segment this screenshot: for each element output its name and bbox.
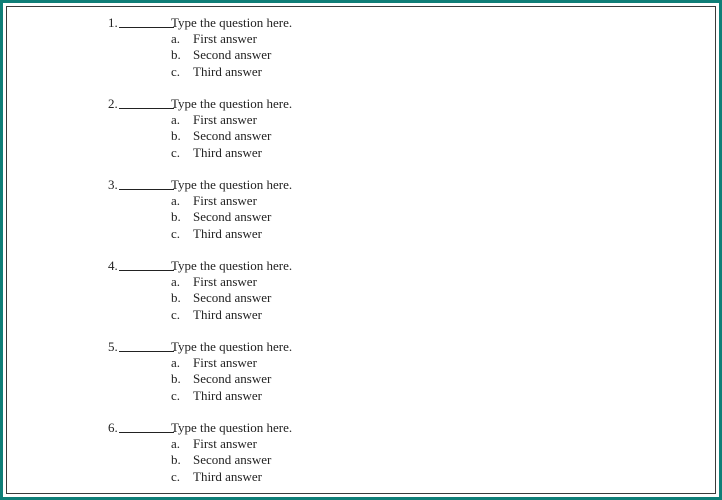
answer-letter: c. [171, 225, 181, 241]
answer-option: c. Third answer [108, 226, 508, 242]
question-text: Type the question here. [171, 339, 293, 354]
answer-option: b. Second answer [108, 371, 508, 387]
answer-blank[interactable] [119, 270, 174, 271]
answer-blank[interactable] [119, 432, 174, 433]
answer-letter: b. [171, 290, 181, 306]
question-3: 3. Type the question here. a. First answer… [108, 177, 508, 242]
answer-letter: c. [171, 144, 181, 160]
answer-letter: a. [171, 274, 181, 289]
answer-text: First answer [193, 436, 257, 451]
answer-text: Second answer [193, 371, 272, 387]
answer-text: Second answer [193, 47, 272, 63]
answer-option: b. Second answer [108, 290, 508, 306]
question-1: 1. Type the question here. a. First answer… [108, 15, 508, 80]
answer-text: Second answer [193, 128, 272, 144]
answer-blank[interactable] [119, 108, 174, 109]
answer-text: First answer [193, 112, 257, 127]
answer-text: Third answer [193, 144, 262, 160]
question-text: Type the question here. [171, 258, 293, 273]
question-number: 3. [108, 177, 118, 192]
answer-letter: b. [171, 47, 181, 63]
answer-text: Second answer [193, 209, 272, 225]
answer-option: a. First answer [108, 193, 508, 209]
answer-option: b. Second answer [108, 47, 508, 63]
answer-letter: b. [171, 128, 181, 144]
answer-blank[interactable] [119, 27, 174, 28]
answer-option: c. Third answer [108, 469, 508, 485]
answer-letter: b. [171, 371, 181, 387]
answer-text: Second answer [193, 452, 272, 468]
question-4: 4. Type the question here. a. First answer… [108, 258, 508, 323]
question-number: 1. [108, 15, 118, 30]
answer-letter: a. [171, 31, 181, 46]
question-number: 6. [108, 420, 118, 435]
answer-text: Third answer [193, 468, 262, 484]
question-text: Type the question here. [171, 420, 293, 435]
answer-option: a. First answer [108, 274, 508, 290]
answer-letter: c. [171, 468, 181, 484]
answer-text: First answer [193, 355, 257, 370]
answer-letter: b. [171, 209, 181, 225]
answer-text: First answer [193, 274, 257, 289]
question-6: 6. Type the question here. a. First answer… [108, 420, 508, 485]
answer-blank[interactable] [119, 351, 174, 352]
question-number: 2. [108, 96, 118, 111]
answer-text: Third answer [193, 225, 262, 241]
answer-option: a. First answer [108, 112, 508, 128]
answer-letter: b. [171, 452, 181, 468]
answer-letter: a. [171, 112, 181, 127]
answer-text: Third answer [193, 387, 262, 403]
question-number: 5. [108, 339, 118, 354]
question-text: Type the question here. [171, 15, 293, 30]
answer-option: c. Third answer [108, 307, 508, 323]
answer-letter: a. [171, 436, 181, 451]
answer-letter: c. [171, 63, 181, 79]
answer-option: b. Second answer [108, 209, 508, 225]
answer-option: a. First answer [108, 31, 508, 47]
answer-blank[interactable] [119, 189, 174, 190]
answer-option: a. First answer [108, 436, 508, 452]
question-text: Type the question here. [171, 96, 293, 111]
answer-option: c. Third answer [108, 388, 508, 404]
question-2: 2. Type the question here. a. First answer… [108, 96, 508, 161]
answer-text: First answer [193, 193, 257, 208]
question-5: 5. Type the question here. a. First answer… [108, 339, 508, 404]
answer-letter: a. [171, 193, 181, 208]
answer-letter: c. [171, 306, 181, 322]
frame-inner-border [6, 6, 716, 494]
answer-text: Third answer [193, 63, 262, 79]
answer-text: Second answer [193, 290, 272, 306]
answer-option: b. Second answer [108, 452, 508, 468]
answer-option: c. Third answer [108, 64, 508, 80]
question-text: Type the question here. [171, 177, 293, 192]
answer-option: b. Second answer [108, 128, 508, 144]
answer-letter: c. [171, 387, 181, 403]
answer-text: First answer [193, 31, 257, 46]
answer-option: c. Third answer [108, 145, 508, 161]
question-number: 4. [108, 258, 118, 273]
answer-option: a. First answer [108, 355, 508, 371]
answer-text: Third answer [193, 306, 262, 322]
answer-letter: a. [171, 355, 181, 370]
